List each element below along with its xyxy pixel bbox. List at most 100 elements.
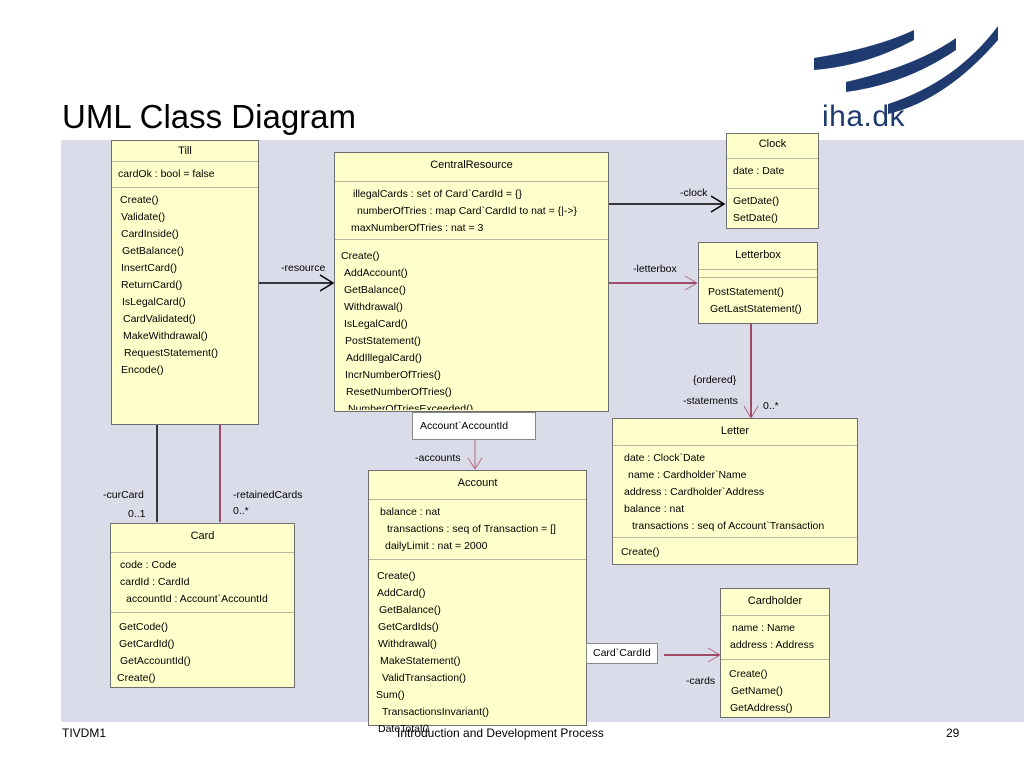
operation: CardInside() <box>121 228 179 240</box>
attributes-section: date : Clock`Date name : Cardholder`Name… <box>613 446 857 538</box>
operation: GetCode() <box>119 621 169 633</box>
curcard-multiplicity: 0..1 <box>128 508 146 520</box>
attributes-section: cardOk : bool = false <box>112 162 258 188</box>
statements-arrowhead-icon <box>743 405 759 419</box>
operation: PostStatement() <box>708 286 784 298</box>
operation: AddAccount() <box>344 267 408 279</box>
attribute: balance : nat <box>624 503 685 515</box>
attribute: accountId : Account`AccountId <box>126 593 268 605</box>
operation: Withdrawal() <box>378 638 437 650</box>
accounts-arrowhead-icon <box>467 457 483 470</box>
attribute: cardOk : bool = false <box>118 168 215 180</box>
statements-multiplicity: 0..* <box>763 400 779 412</box>
operation: AddIllegalCard() <box>346 352 422 364</box>
operation: GetName() <box>731 685 783 697</box>
operations-section: Create() GetName() GetAddress() <box>721 660 829 721</box>
class-name: Letterbox <box>699 243 817 270</box>
operation: Sum() <box>376 689 405 701</box>
attribute: illegalCards : set of Card`CardId = {} <box>353 188 522 200</box>
cards-qualifier: Card`CardId <box>586 643 658 664</box>
retainedcards-role-label: -retainedCards <box>233 489 303 501</box>
clock-role-label: -clock <box>680 187 708 199</box>
operation: DateTotal() <box>378 723 430 732</box>
class-letterbox[interactable]: Letterbox PostStatement() GetLastStateme… <box>698 242 818 324</box>
operation: ValidTransaction() <box>382 672 467 684</box>
class-cardholder[interactable]: Cardholder name : Name address : Address… <box>720 588 830 718</box>
accounts-role-label: -accounts <box>415 452 461 464</box>
class-card[interactable]: Card code : Code cardId : CardId account… <box>110 523 295 688</box>
attribute: dailyLimit : nat = 2000 <box>385 540 488 552</box>
ordered-constraint-label: {ordered} <box>693 374 737 386</box>
operation: MakeWithdrawal() <box>123 330 208 342</box>
class-name: Clock <box>727 134 818 159</box>
operations-section: Create() <box>613 538 857 565</box>
operations-section: Create() AddAccount() GetBalance() Withd… <box>335 240 608 410</box>
operation: Withdrawal() <box>344 301 403 313</box>
operation: GetLastStatement() <box>710 303 802 315</box>
operation: Create() <box>120 194 159 206</box>
operation: IncrNumberOfTries() <box>345 369 441 381</box>
footer-page-number: 29 <box>946 726 960 740</box>
class-clock[interactable]: Clock date : Date GetDate() SetDate() <box>726 133 819 229</box>
resource-arrowhead-icon <box>319 274 335 292</box>
class-name: Till <box>112 141 258 162</box>
attribute: date : Date <box>733 165 785 177</box>
operation: GetCardIds() <box>378 621 439 633</box>
letterbox-role-label: -letterbox <box>633 263 677 275</box>
attribute: transactions : seq of Account`Transactio… <box>632 520 825 532</box>
operation: InsertCard() <box>121 262 178 274</box>
operation: CardValidated() <box>123 313 196 325</box>
attributes-section: name : Name address : Address <box>721 616 829 660</box>
operation: Validate() <box>121 211 166 223</box>
operation: ResetNumberOfTries() <box>346 386 452 398</box>
class-letter[interactable]: Letter date : Clock`Date name : Cardhold… <box>612 418 858 565</box>
letterbox-arrowhead-icon <box>684 275 698 291</box>
operations-section: Create() AddCard() GetBalance() GetCardI… <box>369 560 586 732</box>
retainedcards-multiplicity: 0..* <box>233 505 249 517</box>
operation: Create() <box>117 672 156 684</box>
operation: Create() <box>729 668 768 680</box>
operation: SetDate() <box>733 212 778 224</box>
attributes-section: date : Date <box>727 159 818 189</box>
attributes-section: balance : nat transactions : seq of Tran… <box>369 500 586 560</box>
operation: TransactionsInvariant() <box>382 706 489 718</box>
operation: IsLegalCard() <box>122 296 186 308</box>
cards-role-label: -cards <box>686 675 716 687</box>
footer-lecture-title: Introduction and Development Process <box>397 726 604 740</box>
operation: GetAddress() <box>730 702 793 714</box>
operation: GetBalance() <box>122 245 184 257</box>
attribute: code : Code <box>120 559 177 571</box>
class-account[interactable]: Account balance : nat transactions : seq… <box>368 470 587 732</box>
operation: MakeStatement() <box>380 655 461 667</box>
class-name: Card <box>111 524 294 553</box>
clock-arrowhead-icon <box>710 195 726 213</box>
operation: Encode() <box>121 364 164 376</box>
cards-arrowhead-icon <box>707 647 721 663</box>
operation: PostStatement() <box>345 335 421 347</box>
attribute: balance : nat <box>380 506 441 518</box>
class-name: Letter <box>613 419 857 446</box>
class-till[interactable]: Till cardOk : bool = false Create() Vali… <box>111 140 259 425</box>
resource-role-label: -resource <box>281 262 326 274</box>
attribute: address : Cardholder`Address <box>624 486 765 498</box>
attributes-section <box>699 270 817 278</box>
attribute: name : Name <box>732 622 796 634</box>
attribute: numberOfTries : map Card`CardId to nat =… <box>357 205 578 217</box>
operation: NumberOfTriesExceeded() <box>348 403 474 410</box>
attribute: name : Cardholder`Name <box>628 469 747 481</box>
slide-title: UML Class Diagram <box>62 98 357 135</box>
operation: RequestStatement() <box>124 347 218 359</box>
operation: AddCard() <box>377 587 426 599</box>
class-name: CentralResource <box>335 153 608 182</box>
operations-section: PostStatement() GetLastStatement() <box>699 278 817 322</box>
operation: GetBalance() <box>344 284 406 296</box>
footer-course: TIVDM1 <box>62 726 107 740</box>
operation: GetAccountId() <box>120 655 191 667</box>
operation: Create() <box>377 570 416 582</box>
class-name: Account <box>369 471 586 500</box>
operation: GetDate() <box>733 195 780 207</box>
iha-logo-icon <box>814 26 998 114</box>
operation: IsLegalCard() <box>344 318 408 330</box>
class-central-resource[interactable]: CentralResource illegalCards : set of Ca… <box>334 152 609 412</box>
attributes-section: code : Code cardId : CardId accountId : … <box>111 553 294 613</box>
